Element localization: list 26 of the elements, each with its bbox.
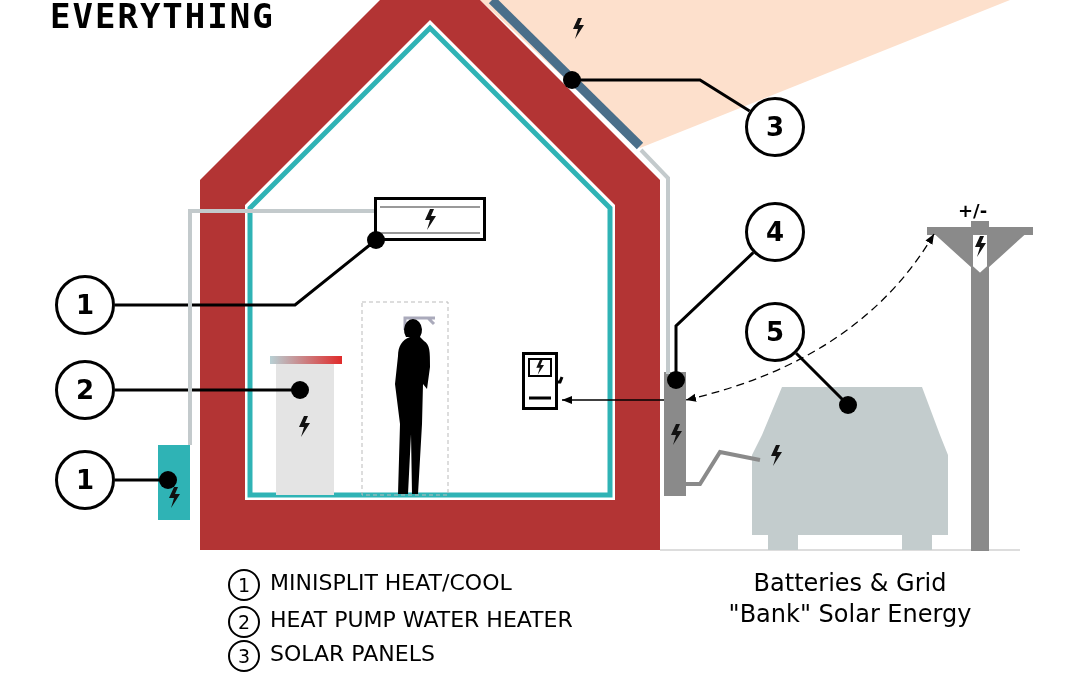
callout-number: 1 [55,450,115,510]
callout-number: 5 [745,302,805,362]
leader-line [115,231,385,307]
caption-text: Batteries & Grid "Bank" Solar Energy [727,568,973,631]
leader-line [667,251,755,389]
legend-text: HEAT PUMP WATER HEATER [270,607,573,632]
legend-text: MINISPLIT HEAT/COOL [270,570,512,595]
title: EVERYTHING [50,0,275,36]
leader-line [795,352,857,414]
callout-number: 1 [55,275,115,335]
connecting-line [639,148,670,374]
legend-text: SOLAR PANELS [270,641,435,666]
callout-number: 2 [228,606,260,638]
callout-number: 3 [228,640,260,672]
sign-label: +/- [958,200,988,221]
callout-number: 1 [228,569,260,601]
callout-number: 3 [745,97,805,157]
leader-line [115,381,309,399]
arrow [561,396,665,404]
leader-line [563,71,751,113]
connecting-line [686,449,761,486]
callout-number: 4 [745,202,805,262]
arrow [685,233,935,402]
callout-number: 2 [55,360,115,420]
connecting-line [188,209,374,445]
leader-line [115,471,177,489]
